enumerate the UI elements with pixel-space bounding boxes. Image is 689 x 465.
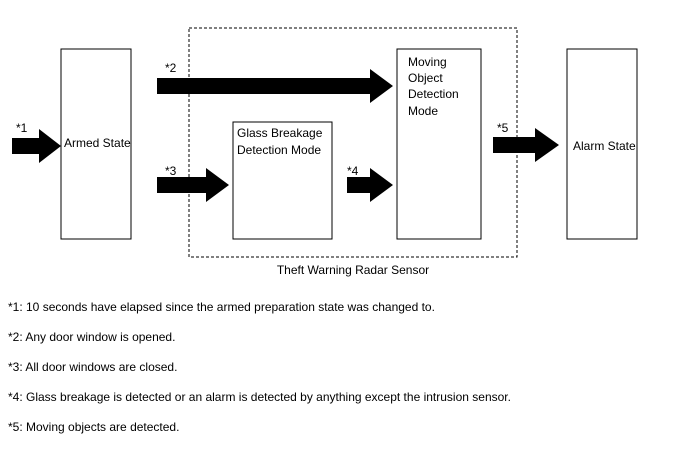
arrow-label-1: *1	[16, 121, 28, 135]
glass-breakage-label-line2: Detection Mode	[237, 143, 321, 157]
armed-state-box	[60, 48, 132, 240]
alarm-state-box	[566, 48, 638, 240]
arrow-label-2: *2	[165, 61, 177, 75]
sensor-group-label: Theft Warning Radar Sensor	[277, 263, 429, 277]
footnote-3: *3: All door windows are closed.	[8, 360, 178, 374]
arrow-armed-to-glass	[157, 168, 229, 202]
arrow-label-5: *5	[497, 121, 509, 135]
footnote-list: *1: 10 seconds have elapsed since the ar…	[8, 300, 678, 450]
moving-object-label-line4: Mode	[408, 104, 438, 118]
moving-object-label-line1: Moving	[408, 55, 447, 69]
footnote-5: *5: Moving objects are detected.	[8, 420, 180, 434]
arrow-armed-to-moving	[157, 69, 393, 103]
arrow-into-armed	[12, 129, 61, 163]
moving-object-label-line2: Object	[408, 71, 443, 85]
state-flow-diagram: Theft Warning Radar Sensor Armed State G…	[12, 27, 638, 277]
arrow-label-3: *3	[165, 164, 177, 178]
alarm-state-label: Alarm State	[573, 139, 636, 153]
armed-state-label: Armed State	[64, 136, 131, 150]
footnote-1: *1: 10 seconds have elapsed since the ar…	[8, 300, 435, 314]
moving-object-label-line3: Detection	[408, 87, 459, 101]
arrow-label-4: *4	[347, 164, 359, 178]
footnote-4: *4: Glass breakage is detected or an ala…	[8, 390, 511, 404]
moving-object-mode-box	[396, 48, 482, 240]
arrow-glass-to-moving	[347, 168, 393, 202]
arrow-moving-to-alarm	[493, 128, 559, 162]
glass-breakage-mode-box	[232, 121, 333, 240]
footnote-2: *2: Any door window is opened.	[8, 330, 176, 344]
glass-breakage-label-line1: Glass Breakage	[237, 126, 323, 140]
